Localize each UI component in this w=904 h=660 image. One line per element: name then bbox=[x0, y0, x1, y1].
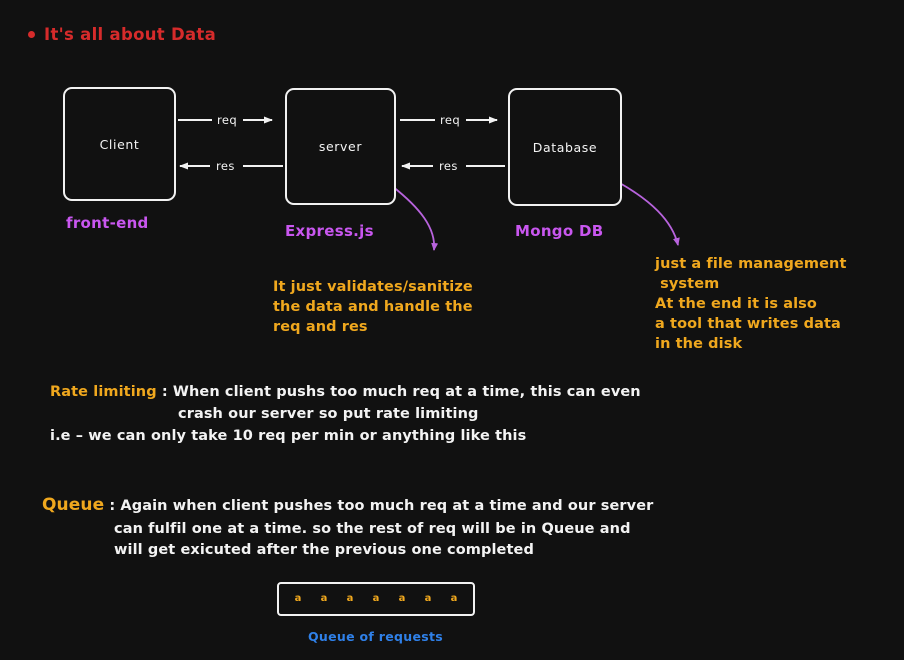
tech-label-frontend: front-end bbox=[66, 214, 149, 232]
pointer-server-note bbox=[391, 185, 439, 251]
tech-label-mongo: Mongo DB bbox=[515, 222, 604, 240]
tech-label-express: Express.js bbox=[285, 222, 374, 240]
queue-line3: will get exicuted after the previous one… bbox=[114, 542, 534, 559]
node-database[interactable]: Database bbox=[508, 88, 622, 206]
queue-item: a bbox=[450, 593, 458, 604]
note-database-primary: just a file management system bbox=[655, 256, 847, 292]
queue-item: a bbox=[424, 593, 432, 604]
node-database-label: Database bbox=[532, 139, 598, 155]
bullet-dot-icon bbox=[28, 31, 35, 38]
rate-limiting-line3: i.e – we can only take 10 req per min or… bbox=[50, 427, 527, 444]
rate-limiting-line2: crash our server so put rate limiting bbox=[178, 405, 479, 422]
edge-label-req-1: req bbox=[217, 113, 238, 127]
edge-label-res-2: res bbox=[439, 159, 458, 173]
queue-line1: Again when client pushes too much req at… bbox=[120, 498, 654, 514]
paragraph-queue: Queue : Again when client pushes too muc… bbox=[42, 493, 802, 562]
queue-item: a bbox=[398, 593, 406, 604]
keyword-rate-limiting: Rate limiting bbox=[50, 384, 157, 400]
queue-item: a bbox=[320, 593, 328, 604]
queue-line2: can fulfil one at a time. so the rest of… bbox=[114, 520, 631, 537]
node-client[interactable]: Client bbox=[63, 87, 176, 201]
queue-box[interactable]: a a a a a a a bbox=[277, 582, 475, 616]
node-server-label: server bbox=[318, 139, 363, 154]
paragraph-rate-limiting: Rate limiting : When client pushs too mu… bbox=[50, 382, 790, 447]
queue-separator: : bbox=[104, 498, 121, 514]
queue-item: a bbox=[294, 593, 302, 604]
node-client-label: Client bbox=[99, 136, 140, 152]
note-database-secondary: At the end it is also a tool that writes… bbox=[655, 296, 841, 352]
page-title-text: It's all about Data bbox=[44, 25, 217, 44]
rate-limiting-line1: When client pushs too much req at a time… bbox=[172, 384, 641, 400]
rate-limiting-separator: : bbox=[156, 384, 173, 400]
keyword-queue: Queue bbox=[42, 495, 105, 515]
queue-item: a bbox=[346, 593, 354, 604]
queue-item: a bbox=[372, 593, 380, 604]
edge-label-req-2: req bbox=[440, 113, 461, 127]
note-server: It just validates/sanitize the data and … bbox=[273, 279, 473, 335]
page-title: It's all about Data bbox=[28, 25, 216, 44]
pointer-database-note bbox=[617, 181, 680, 246]
queue-box-caption: Queue of requests bbox=[308, 629, 444, 644]
node-server[interactable]: server bbox=[285, 88, 396, 205]
edge-label-res-1: res bbox=[216, 159, 235, 173]
